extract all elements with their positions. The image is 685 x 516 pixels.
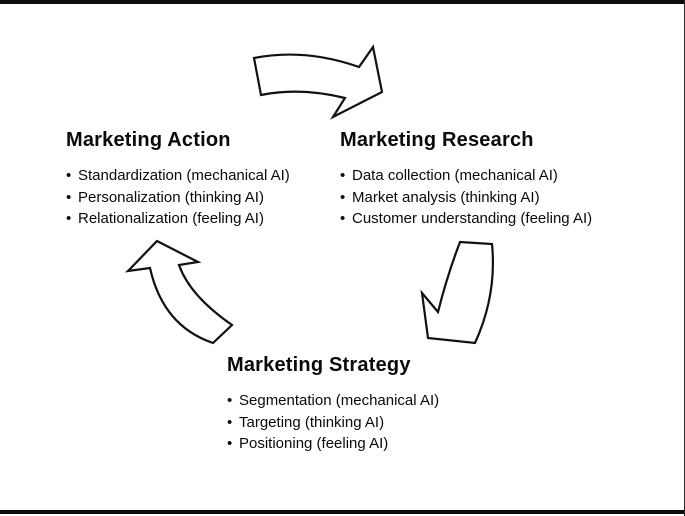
bullet-item: • Standardization (mechanical AI)	[66, 165, 290, 187]
node-title: Marketing Strategy	[227, 354, 411, 376]
bullet-item: • Relationalization (feeling AI)	[66, 208, 290, 230]
bottom-border-rule	[0, 510, 685, 514]
bullet-icon: •	[66, 188, 72, 206]
arrow-research-to-strategy-icon	[420, 240, 495, 345]
bullet-icon: •	[227, 392, 233, 409]
node-title: Marketing Action	[66, 129, 231, 151]
bullet-text: Data collection (mechanical AI)	[352, 167, 558, 184]
bullet-item: • Positioning (feeling AI)	[227, 433, 439, 455]
node-marketing-action: Marketing Action • Standardization (mecha…	[66, 129, 290, 230]
bullet-text: Positioning (feeling AI)	[239, 435, 389, 452]
bullet-text: Targeting (thinking AI)	[239, 413, 385, 431]
bullet-text: Market analysis (thinking AI)	[352, 188, 540, 206]
bullet-icon: •	[340, 188, 346, 206]
bullet-list: • Segmentation (mechanical AI) • Targeting…	[227, 390, 439, 455]
bullet-icon: •	[340, 167, 346, 184]
bullet-icon: •	[227, 413, 233, 431]
bullet-item: • Targeting (thinking AI)	[227, 412, 439, 434]
bullet-text: Customer understanding (feeling AI)	[352, 210, 593, 227]
bullet-list: • Data collection (mechanical AI) • Market…	[340, 165, 592, 230]
arrow-action-to-research-icon	[252, 44, 384, 120]
bullet-icon: •	[66, 167, 72, 184]
bullet-item: • Market analysis (thinking AI)	[340, 187, 592, 209]
bullet-item: • Data collection (mechanical AI)	[340, 165, 592, 187]
bullet-icon: •	[227, 435, 233, 452]
node-marketing-research: Marketing Research • Data collection (mec…	[340, 129, 592, 230]
bullet-text: Segmentation (mechanical AI)	[239, 392, 440, 409]
bullet-text: Personalization (thinking AI)	[78, 188, 264, 206]
bullet-icon: •	[340, 210, 346, 227]
bullet-icon: •	[66, 210, 72, 227]
bullet-item: • Customer understanding (feeling AI)	[340, 208, 592, 230]
bullet-item: • Segmentation (mechanical AI)	[227, 390, 439, 412]
bullet-list: • Standardization (mechanical AI) • Person…	[66, 165, 290, 230]
bullet-text: Standardization (mechanical AI)	[78, 167, 290, 184]
bullet-item: • Personalization (thinking AI)	[66, 187, 290, 209]
top-border-rule	[0, 0, 685, 4]
node-title: Marketing Research	[340, 129, 534, 151]
arrow-strategy-to-action-icon	[125, 239, 234, 345]
bullet-text: Relationalization (feeling AI)	[78, 210, 264, 227]
node-marketing-strategy: Marketing Strategy • Segmentation (mechan…	[227, 354, 439, 455]
